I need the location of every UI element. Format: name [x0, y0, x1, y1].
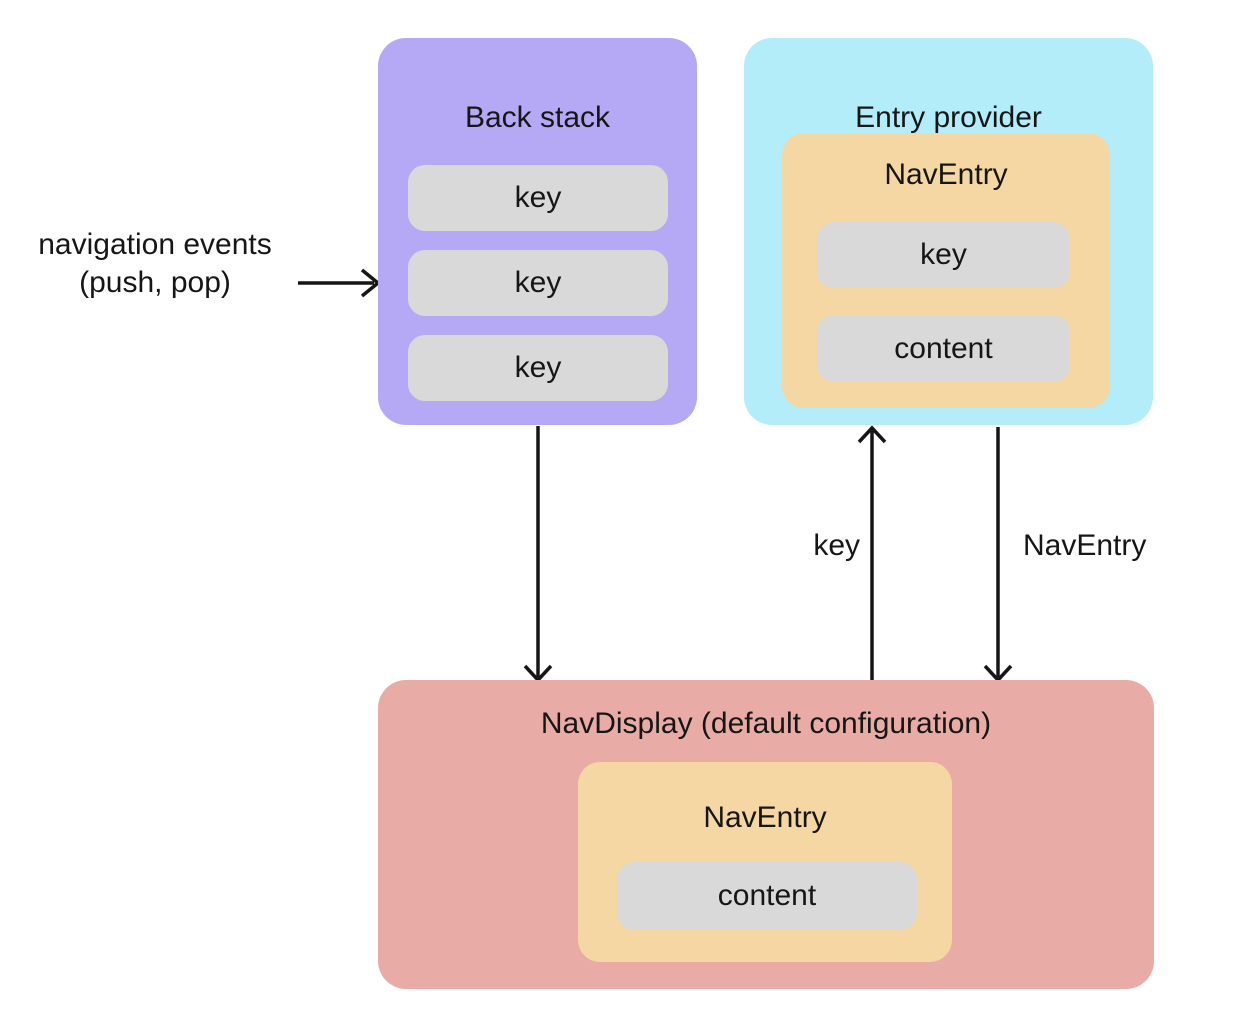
- back-stack-key-2: key: [408, 250, 668, 316]
- navigation-events-line1: navigation events: [38, 228, 272, 261]
- nav-display-box: NavDisplay (default configuration) NavEn…: [378, 680, 1154, 989]
- entry-provider-content-pill: content: [817, 315, 1070, 382]
- naventry-arrow-label: NavEntry: [1023, 529, 1147, 562]
- entry-provider-box: Entry provider NavEntry key content: [744, 38, 1153, 425]
- nav-display-naventry-box: NavEntry content: [578, 762, 952, 962]
- entry-provider-title: Entry provider: [855, 101, 1042, 134]
- entry-provider-content-label: content: [894, 331, 993, 365]
- entry-provider-key-label: key: [920, 238, 967, 271]
- back-stack-title: Back stack: [464, 101, 611, 134]
- backstack-to-navdisplay-arrow: [523, 426, 553, 683]
- back-stack-key-3: key: [408, 335, 668, 401]
- entry-provider-key-pill: key: [817, 222, 1070, 288]
- nav-display-naventry-title: NavEntry: [703, 801, 827, 834]
- back-stack-key-1-label: key: [514, 181, 562, 214]
- entry-provider-naventry-title: NavEntry: [884, 158, 1008, 191]
- back-stack-key-1: key: [408, 165, 668, 231]
- nav-display-content-label: content: [717, 879, 817, 912]
- navigation-events-line2: (push, pop): [79, 266, 231, 299]
- back-stack-key-3-label: key: [514, 351, 562, 384]
- back-stack-key-2-label: key: [514, 266, 562, 299]
- push-pop-arrow: [298, 268, 381, 298]
- key-arrow-label: key: [813, 529, 860, 562]
- nav-display-title: NavDisplay (default configuration): [540, 707, 992, 740]
- nav-display-content-pill: content: [617, 862, 917, 930]
- entry-provider-naventry-box: NavEntry key content: [782, 133, 1110, 408]
- navigation-events-label: navigation events (push, pop): [4, 226, 306, 302]
- key-up-arrow: [857, 425, 887, 680]
- naventry-down-arrow: [983, 427, 1013, 683]
- back-stack-box: Back stack key key key: [378, 38, 697, 425]
